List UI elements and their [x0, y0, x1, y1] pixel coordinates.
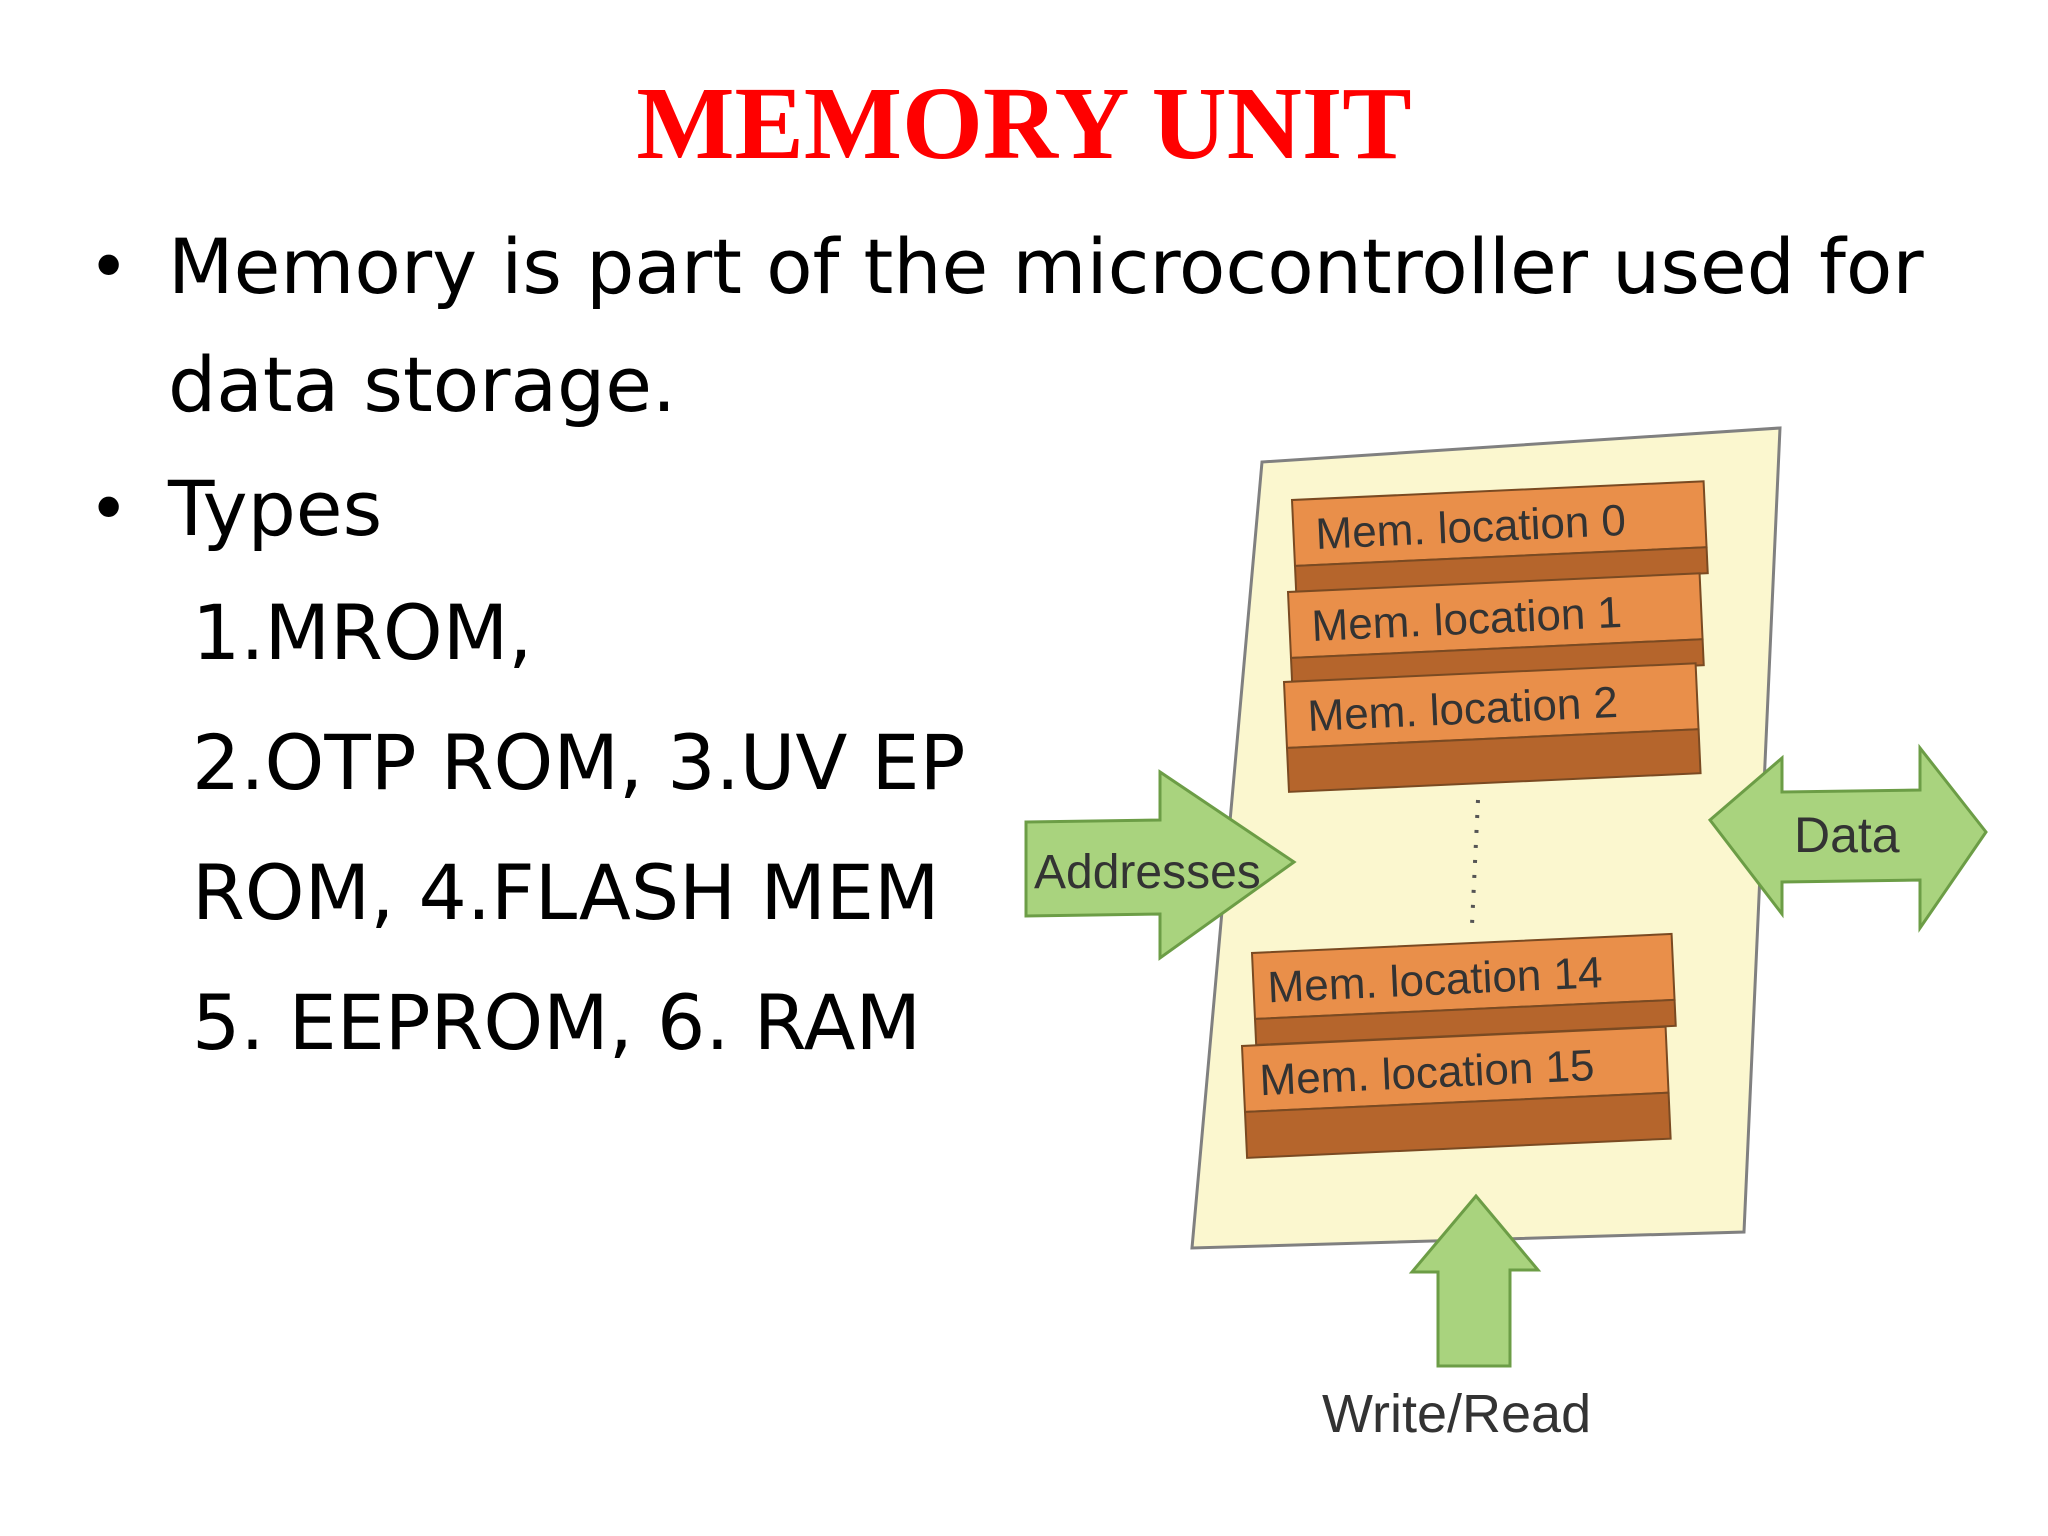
bullet-text: Memory is part of the microcontroller us… — [168, 222, 1924, 429]
bullet-list: • Memory is part of the microcontroller … — [88, 208, 1948, 568]
memory-location-14: Mem. location 14 — [1250, 932, 1677, 1046]
data-label: Data — [1794, 807, 1900, 863]
memory-location-2: Mem. location 2 — [1282, 662, 1702, 793]
memory-location-1: Mem. location 1 — [1286, 572, 1705, 685]
memory-types-line: 1.MROM, — [192, 588, 533, 677]
memory-location-15: Mem. location 15 — [1240, 1025, 1672, 1159]
bullet-types: • Types — [88, 450, 1948, 568]
memory-types-line: 2.OTP ROM, 3.UV EP — [192, 718, 966, 807]
memory-location-0: Mem. location 0 — [1290, 480, 1709, 593]
addresses-arrow: Addresses — [1024, 769, 1297, 961]
memory-types-line: ROM, 4.FLASH MEM — [192, 848, 940, 937]
continuation-dots — [1470, 799, 1480, 926]
write-read-label: Write/Read — [1322, 1384, 1591, 1444]
addresses-label: Addresses — [1034, 846, 1261, 899]
memory-types-line: 5. EEPROM, 6. RAM — [192, 978, 922, 1067]
bullet-text: Types — [168, 464, 383, 553]
write-read-arrow: Write/Read — [1322, 1193, 1591, 1444]
bullet-dot: • — [88, 226, 130, 308]
memory-types-list: 1.MROM, 2.OTP ROM, 3.UV EP ROM, 4.FLASH … — [192, 568, 965, 1088]
data-arrow: Data — [1707, 743, 1988, 933]
bullet-memory-definition: • Memory is part of the microcontroller … — [88, 208, 1948, 444]
slide-title: MEMORY UNIT — [636, 66, 1412, 181]
bullet-dot: • — [88, 468, 130, 550]
